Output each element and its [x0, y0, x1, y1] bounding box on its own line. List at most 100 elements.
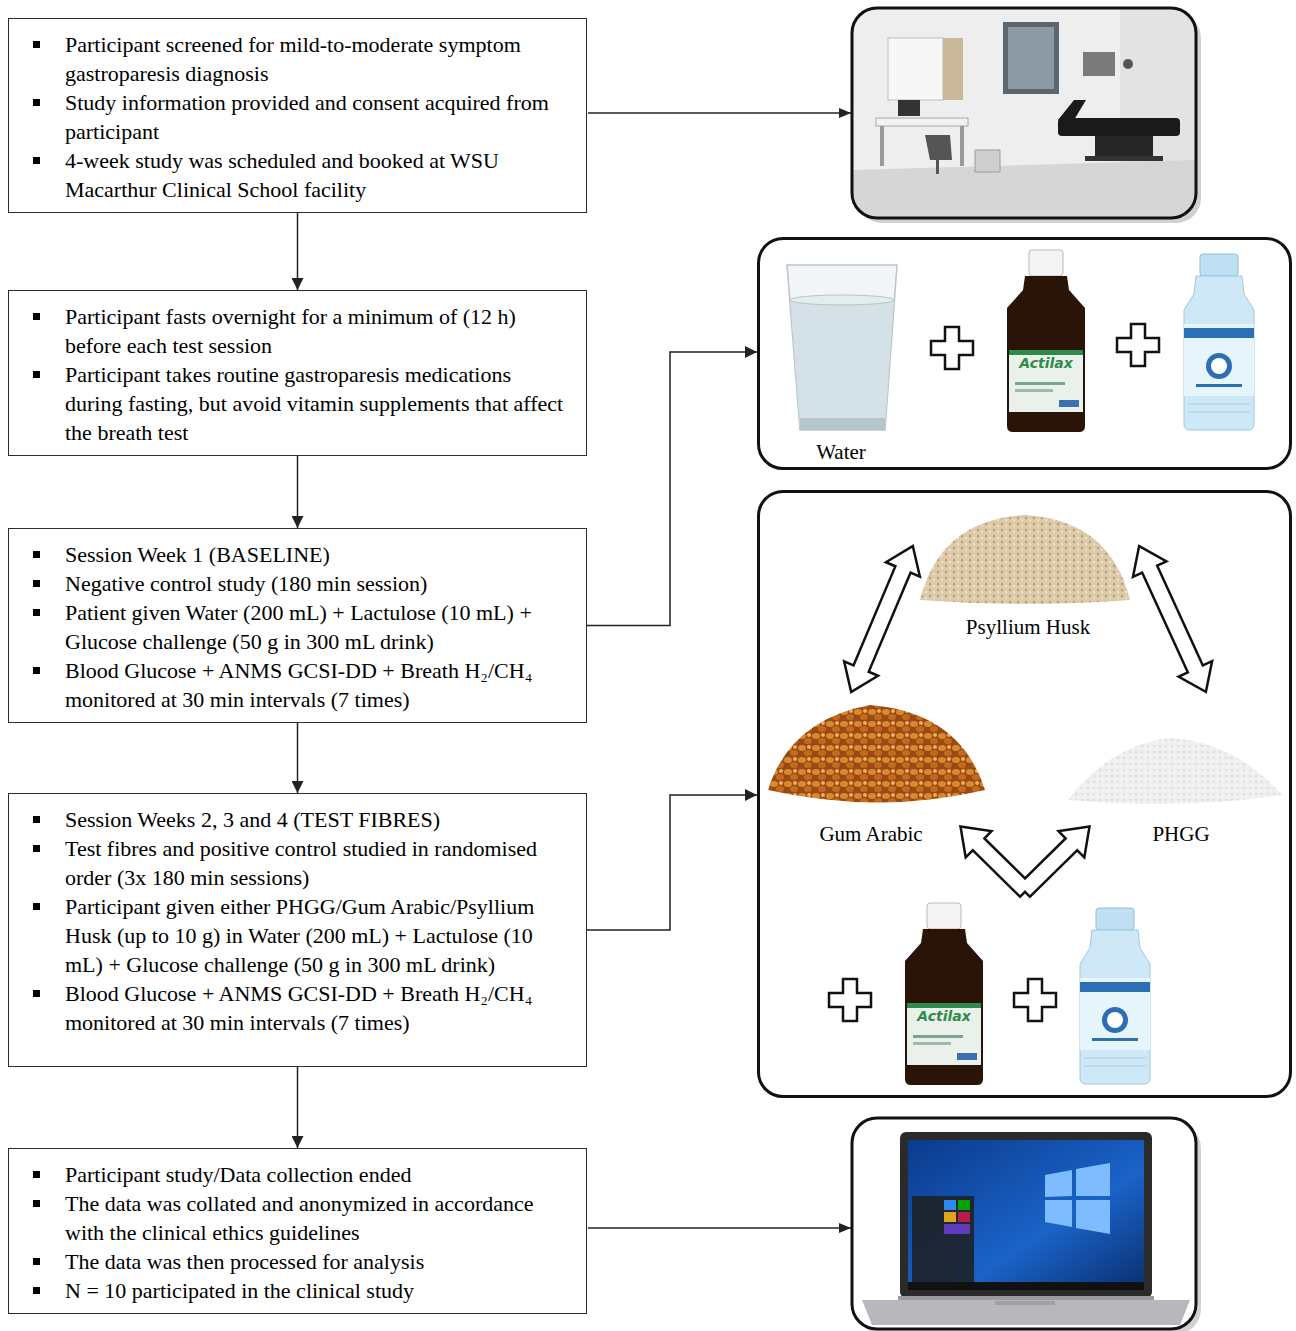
glucose-bottle [1080, 908, 1150, 1084]
bullet-marker [33, 580, 40, 587]
room-photo [1083, 52, 1115, 76]
bullet-marker [33, 313, 40, 320]
bullet-item: Test fibres and positive control studied… [65, 834, 572, 892]
bullet-marker [33, 99, 40, 106]
laptop-photo [912, 1196, 974, 1282]
room-photo [852, 8, 1196, 218]
room-photo [852, 8, 1201, 223]
lactulose-bottle [905, 250, 1085, 1085]
bullet-text: Session Week 1 (BASELINE) [65, 542, 330, 567]
bullet-item: Negative control study (180 min session) [65, 569, 572, 598]
process-box: Participant screened for mild-to-moderat… [8, 18, 587, 213]
bullet-text: Test fibres and positive control studied… [65, 836, 537, 890]
room-photo [876, 118, 968, 126]
laptop-photo [852, 1118, 1201, 1331]
room-photo [852, 160, 1196, 218]
bullet-text: Participant screened for mild-to-moderat… [65, 32, 521, 86]
process-box: Participant study/Data collection endedT… [8, 1148, 587, 1314]
bullet-text: Participant study/Data collection ended [65, 1162, 411, 1187]
room-photo [936, 160, 939, 174]
bullet-marker [33, 667, 40, 674]
flow-arrow [587, 352, 757, 626]
cycle-arrow [846, 548, 918, 690]
bullet-text: N = 10 participated in the clinical stud… [65, 1278, 414, 1303]
bullet-item: Session Weeks 2, 3 and 4 (TEST FIBRES) [65, 805, 572, 834]
room-photo [1058, 100, 1086, 120]
bullet-marker [33, 845, 40, 852]
laptop-photo [852, 1118, 1196, 1329]
room-photo [852, 8, 1196, 218]
room-photo [1058, 118, 1180, 136]
bullet-marker [33, 1287, 40, 1294]
bullet-item: N = 10 participated in the clinical stud… [65, 1276, 572, 1305]
image-panel: Psyllium HuskGum ArabicPHGG [757, 490, 1292, 1098]
bullet-item: Participant fasts overnight for a minimu… [65, 302, 572, 360]
bullet-item: Participant screened for mild-to-moderat… [65, 30, 572, 88]
product-label: Actilax [1019, 355, 1072, 372]
cycle-arrow [1020, 828, 1088, 895]
laptop-photo [852, 1118, 1196, 1329]
flow-arrow [297, 456, 299, 528]
laptop-photo [908, 1282, 1144, 1290]
bullet-text: Participant fasts overnight for a minimu… [65, 304, 516, 358]
laptop-photo [857, 1123, 1201, 1331]
laptop-photo [1076, 1163, 1110, 1196]
water-glass [790, 295, 894, 305]
room-photo [1003, 22, 1059, 94]
bullet-marker [33, 157, 40, 164]
laptop-photo [900, 1132, 1152, 1298]
bullet-marker [33, 1258, 40, 1265]
room-photo [1085, 156, 1163, 161]
bullet-marker [33, 41, 40, 48]
flow-arrow [588, 113, 851, 1228]
bullet-text: Blood Glucose + ANMS GCSI-DD + Breath H₂… [65, 658, 532, 712]
bullet-text: Negative control study (180 min session) [65, 571, 427, 596]
lactulose-bottle [905, 903, 983, 1085]
laptop-photo [944, 1224, 970, 1234]
bullet-text: Study information provided and consent a… [65, 90, 549, 144]
flow-arrow [587, 795, 757, 930]
bullet-text: Participant takes routine gastroparesis … [65, 362, 563, 445]
lactulose-bottle [1007, 250, 1085, 432]
flow-arrow [297, 1067, 299, 1148]
room-photo [852, 8, 1196, 218]
laptop-photo [944, 1200, 956, 1210]
plus-sign [931, 327, 973, 369]
process-box: Session Weeks 2, 3 and 4 (TEST FIBRES)Te… [8, 793, 587, 1067]
image-panel: Water [757, 237, 1292, 470]
bullet-item: Participant takes routine gastroparesis … [65, 360, 572, 447]
bullet-item: Participant given either PHGG/Gum Arabic… [65, 892, 572, 979]
laptop-photo [1045, 1200, 1072, 1227]
bullet-item: Study information provided and consent a… [65, 88, 572, 146]
bullet-item: Session Week 1 (BASELINE) [65, 540, 572, 569]
bullet-marker [33, 1200, 40, 1207]
room-photo [1008, 27, 1054, 89]
bullet-item: The data was collated and anonymized in … [65, 1189, 572, 1247]
room-photo [880, 126, 884, 166]
bullet-item: Patient given Water (200 mL) + Lactulose… [65, 598, 572, 656]
water-glass [787, 265, 897, 430]
bullet-text: Participant given either PHGG/Gum Arabic… [65, 894, 534, 977]
laptop-photo [1076, 1200, 1110, 1234]
bullet-marker [33, 1171, 40, 1178]
process-box: Participant fasts overnight for a minimu… [8, 290, 587, 456]
room-photo [1095, 136, 1153, 158]
bullet-marker [33, 551, 40, 558]
laptop-photo [852, 1118, 1196, 1329]
fibre-sample [768, 705, 985, 803]
bullet-marker [33, 609, 40, 616]
cycle-arrow [846, 548, 918, 690]
room-photo [1123, 59, 1133, 69]
bullet-text: Patient given Water (200 mL) + Lactulose… [65, 600, 532, 654]
plus-sign [829, 979, 871, 1021]
panel-label: PHGG [1152, 821, 1209, 847]
bullet-item: Blood Glucose + ANMS GCSI-DD + Breath H₂… [65, 979, 572, 1037]
room-photo [943, 38, 963, 100]
cycle-arrow [1135, 548, 1211, 690]
fibre-sample [920, 515, 1130, 604]
glucose-bottle [1184, 254, 1254, 430]
fibre-sample [1068, 738, 1282, 804]
water-glass [800, 418, 885, 430]
flow-arrow [297, 723, 299, 793]
